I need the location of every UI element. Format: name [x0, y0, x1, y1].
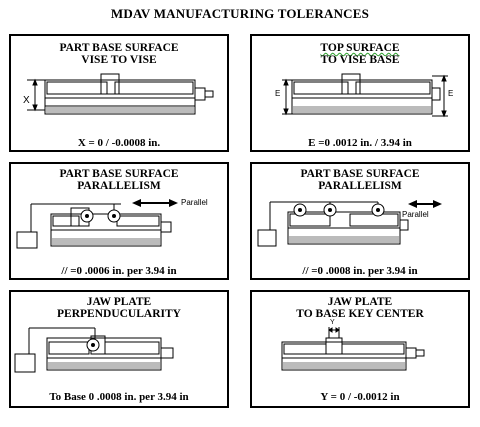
- panel-caption: // =0 .0006 in. per 3.94 in: [61, 265, 177, 277]
- panel-base-key-center: JAW PLATE TO BASE KEY CENTER Y Y = 0 / -…: [250, 290, 470, 408]
- panel-title-line2: PARALLELISM: [318, 180, 402, 192]
- vise-diagram: [27, 73, 214, 115]
- vise-diagram: [282, 73, 448, 118]
- panel-title-line2: VISE TO VISE: [81, 54, 157, 66]
- panel-parallelism-1: PART BASE SURFACE PARALLELISM Parallel: [9, 162, 229, 280]
- panel-title-line1: TOP SURFACE: [320, 42, 400, 54]
- panel-perpendicularity: JAW PLATE PERPENDUCULARITY To Base 0 .00…: [9, 290, 229, 408]
- vise-diagram: [16, 199, 178, 249]
- panel-parallelism-2: PART BASE SURFACE PARALLELISM: [250, 162, 470, 280]
- panel-caption: // =0 .0008 in. per 3.94 in: [302, 265, 418, 277]
- panel-top-surface: TOP SURFACE TO VISE BASE E E E =0 .0012 …: [250, 34, 470, 152]
- panel-title-line2: TO VISE BASE: [320, 54, 400, 66]
- panel-title-line2: PERPENDUCULARITY: [57, 308, 181, 320]
- parallel-label: Parallel: [402, 210, 429, 219]
- dimension-label: X: [23, 95, 30, 106]
- vise-diagram: [281, 327, 425, 371]
- vise-diagram: [257, 200, 442, 247]
- panel-title-line2: TO BASE KEY CENTER: [296, 308, 424, 320]
- panel-title-line2: PARALLELISM: [77, 180, 161, 192]
- parallel-label: Parallel: [181, 198, 208, 207]
- panel-caption: Y = 0 / -0.0012 in: [320, 391, 400, 403]
- panel-caption: To Base 0 .0008 in. per 3.94 in: [49, 391, 189, 403]
- page-title: MDAV MANUFACTURING TOLERANCES: [110, 6, 370, 21]
- panel-title-line1: PART BASE SURFACE: [59, 168, 179, 180]
- panel-title-line1: PART BASE SURFACE: [300, 168, 420, 180]
- panel-title-line1: PART BASE SURFACE: [59, 42, 179, 54]
- dimension-label-right: E: [448, 89, 454, 98]
- panel-vise-to-vise: PART BASE SURFACE VISE TO VISE X X = 0 /…: [9, 34, 229, 152]
- panel-caption: E =0 .0012 in. / 3.94 in: [308, 137, 412, 149]
- panel-title-line1: JAW PLATE: [327, 296, 393, 308]
- dimension-label: Y: [330, 319, 335, 326]
- dimension-label-left: E: [275, 89, 281, 98]
- panel-title-line1: JAW PLATE: [86, 296, 152, 308]
- vise-diagram: [14, 327, 174, 373]
- panel-caption: X = 0 / -0.0008 in.: [77, 137, 161, 149]
